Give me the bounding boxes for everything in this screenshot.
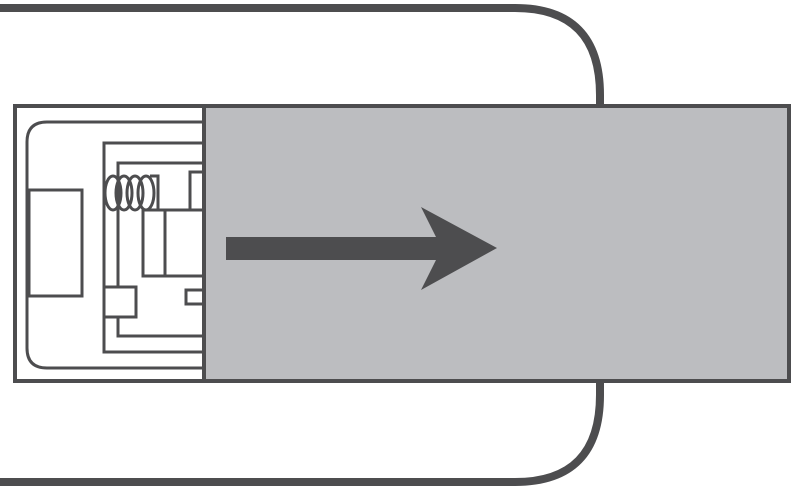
- compartment-inner-recess: [25, 120, 205, 370]
- spring-icon: [103, 174, 160, 212]
- battery-contacts: [102, 170, 207, 319]
- compartment-left-tab: [27, 188, 84, 298]
- arrow-right-icon: [226, 207, 497, 290]
- device-body-outline: [0, 4, 604, 486]
